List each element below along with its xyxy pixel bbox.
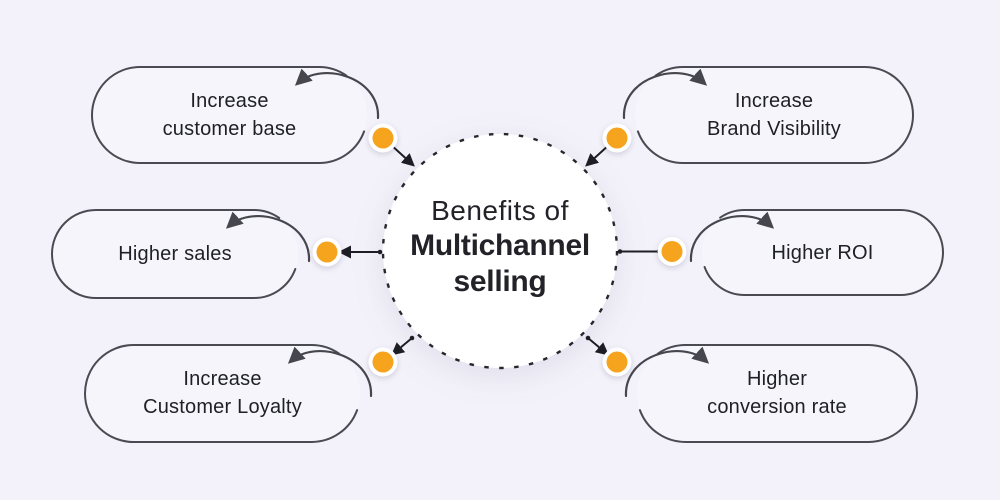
label-line: Customer Loyalty	[143, 396, 302, 418]
curl-arrow-icon	[622, 68, 708, 120]
label-line: Increase	[183, 368, 262, 390]
benefit-node-increase-customer-loyalty	[83, 344, 373, 443]
orange-dot-icon	[661, 241, 683, 262]
node-shape	[635, 67, 913, 163]
benefit-label-increase-customer-loyalty: Increase Customer Loyalty	[85, 365, 360, 421]
benefit-node-higher-roi	[689, 209, 945, 296]
node-shape	[702, 210, 943, 295]
node-outline	[636, 66, 915, 164]
connector-middle-left	[338, 245, 383, 259]
orange-dot-icon	[606, 127, 628, 149]
label-line: Higher sales	[118, 243, 232, 265]
node-outline	[638, 344, 919, 443]
orange-dot-icon	[372, 351, 394, 373]
connector-bottom-left	[391, 335, 415, 356]
anchor-dot-bottom-left	[368, 347, 398, 377]
center-title: Benefits of Multichannel selling	[380, 194, 620, 300]
node-outline	[703, 209, 945, 296]
orange-dot-icon	[372, 127, 394, 149]
benefit-label-higher-roi: Higher ROI	[702, 239, 943, 267]
curl-arrow-icon	[225, 211, 311, 263]
anchor-dot-bottom-right	[602, 347, 632, 377]
node-shape	[637, 345, 917, 442]
connector-middle-right	[617, 249, 662, 254]
connector-endpoint-dot	[617, 249, 623, 254]
node-outline	[83, 344, 359, 443]
center-title-line2: Multichannel	[410, 229, 590, 262]
label-line: conversion rate	[707, 396, 847, 418]
benefit-node-increase-brand-visibility	[622, 66, 915, 164]
orange-dot-icon	[316, 241, 338, 263]
benefit-label-increase-brand-visibility: Increase Brand Visibility	[635, 87, 913, 143]
node-outline	[50, 209, 297, 299]
label-line: Higher	[746, 368, 808, 390]
curl-arrow-icon	[287, 346, 373, 398]
benefit-label-higher-sales: Higher sales	[52, 240, 298, 268]
benefit-node-increase-customer-base	[90, 66, 380, 164]
node-outline	[90, 66, 366, 164]
benefit-label-higher-conversion-rate: Higher conversion rate	[637, 365, 917, 421]
orange-dot-icon	[606, 351, 628, 373]
connector-endpoint-dot	[409, 335, 415, 341]
label-line: Higher ROI	[771, 242, 874, 264]
center-title-line3: selling	[453, 265, 547, 298]
anchor-dot-top-left	[368, 123, 398, 153]
node-shape	[52, 210, 298, 298]
center-circle	[381, 132, 619, 370]
anchor-dot-middle-right	[657, 237, 687, 266]
label-line: Increase	[734, 90, 814, 112]
node-shape	[85, 345, 360, 442]
connector-bottom-right	[585, 335, 609, 356]
label-line: customer base	[162, 118, 297, 140]
anchor-dot-middle-left	[312, 237, 342, 267]
benefit-label-increase-customer-base: Increase customer base	[92, 87, 367, 143]
connector-endpoint-dot	[585, 335, 591, 341]
connector-arrow	[587, 337, 609, 356]
curl-arrow-icon	[294, 68, 380, 120]
connector-arrow	[391, 337, 413, 356]
center-title-line1: Benefits of	[431, 195, 569, 226]
curl-arrow-icon	[624, 346, 710, 398]
connector-endpoint-dot	[377, 249, 383, 255]
node-shape	[92, 67, 367, 163]
benefit-node-higher-sales	[50, 209, 311, 299]
label-line: Increase	[190, 90, 269, 112]
curl-arrow-icon	[689, 211, 775, 263]
label-line: Brand Visibility	[706, 118, 841, 140]
anchor-dot-top-right	[602, 123, 632, 153]
benefit-node-higher-conversion-rate	[624, 344, 919, 443]
